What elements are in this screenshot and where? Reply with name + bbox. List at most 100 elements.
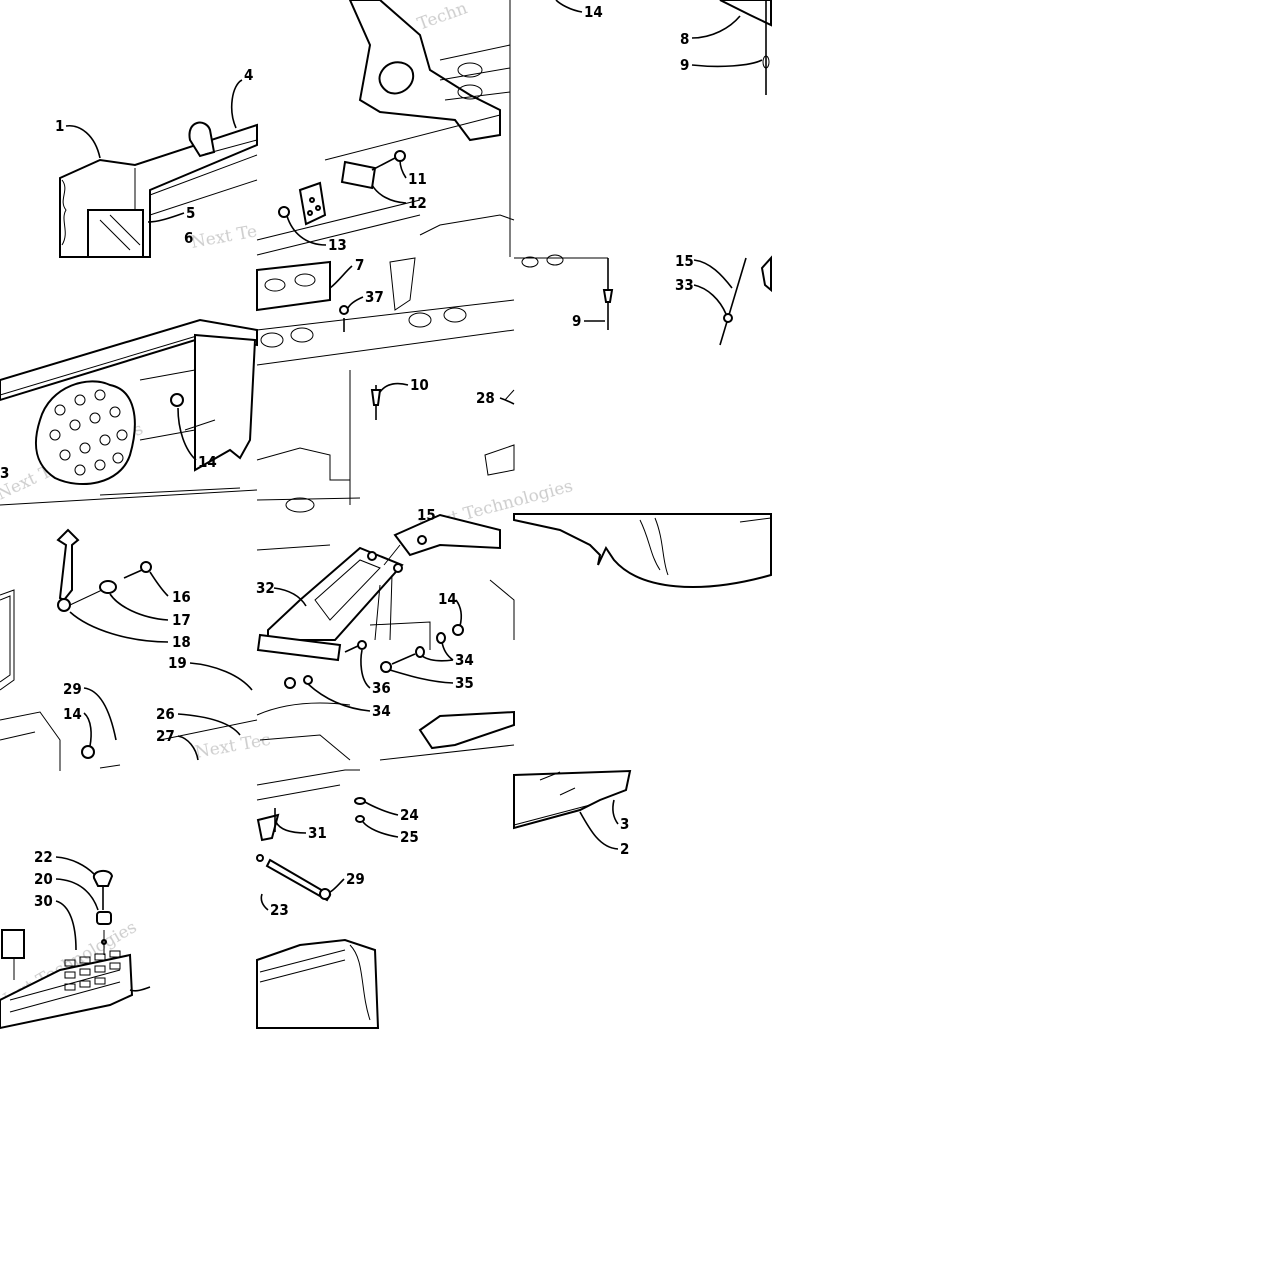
tile-mid-right — [514, 254, 772, 346]
leader-line — [347, 296, 364, 309]
callout-label: 14 — [584, 3, 603, 21]
callout-label: 11 — [408, 170, 427, 188]
leader-line — [55, 878, 99, 911]
tile-lower-left — [0, 528, 258, 771]
watermark: Techn — [415, 0, 470, 35]
leader-line — [55, 856, 95, 875]
callout-label: 35 — [455, 674, 474, 692]
leader-line — [273, 587, 307, 607]
callout-label: 34 — [455, 651, 474, 669]
leader-line — [177, 735, 199, 761]
leader-line — [307, 683, 371, 712]
callout-label: 19 — [168, 654, 187, 672]
tile-top-right — [719, 0, 772, 95]
callout-label: 29 — [346, 870, 365, 888]
leader-line — [455, 599, 462, 627]
tile-top-middle — [256, 0, 515, 257]
callout-label: 2 — [620, 840, 629, 858]
callout-label: 32 — [256, 579, 275, 597]
callout-label: 37 — [365, 288, 384, 306]
leader-line — [693, 259, 733, 289]
callout-label: 29 — [63, 680, 82, 698]
callout-label: 33 — [675, 276, 694, 294]
watermark: Next Te — [189, 222, 258, 253]
leader-line — [260, 893, 269, 911]
leader-line — [286, 215, 327, 246]
leader-line — [579, 811, 619, 850]
callout-label: 9 — [572, 312, 581, 330]
callout-label: 28 — [476, 389, 495, 407]
leader-line — [693, 284, 727, 315]
callout-label: 27 — [156, 727, 175, 745]
callout-label: 12 — [408, 194, 427, 212]
callout-label: 30 — [34, 892, 53, 910]
leader-line — [421, 641, 454, 662]
leader-line — [147, 212, 185, 223]
leader-line — [329, 265, 353, 289]
watermark-layer: Next Technologies Next Te Techn Next Tec… — [0, 0, 575, 1014]
callout-label: 18 — [172, 633, 191, 651]
leader-line — [499, 397, 515, 405]
leader-line — [399, 159, 407, 179]
callout-label: 1 — [55, 117, 64, 135]
leader-line — [109, 593, 169, 621]
callout-label: 25 — [400, 828, 419, 846]
leader-line — [275, 821, 307, 834]
callout-label: 22 — [34, 848, 53, 866]
leader-line — [177, 407, 197, 461]
leader-line — [55, 900, 77, 951]
callout-label: 14 — [438, 590, 457, 608]
callout-label: 26 — [156, 705, 175, 723]
callout-label: 14 — [63, 705, 82, 723]
leader-line — [555, 0, 583, 13]
leader-line — [69, 611, 169, 643]
callout-label: 3 — [620, 815, 629, 833]
leader-line — [230, 79, 243, 129]
leader-line — [371, 184, 407, 204]
callout-label: 5 — [186, 204, 195, 222]
leader-line — [691, 15, 741, 39]
callout-label: 10 — [410, 376, 429, 394]
tile-bottom-center — [256, 769, 380, 1029]
leader-line — [389, 669, 454, 684]
leader-line — [177, 713, 241, 736]
tile-bottom-left — [0, 870, 134, 1030]
leader-line — [65, 125, 101, 159]
leader-line — [83, 712, 92, 747]
callout-label: 14 — [198, 453, 217, 471]
callout-label: 9 — [680, 56, 689, 74]
callout-label: 8 — [680, 30, 689, 48]
watermark: Next Tec — [193, 730, 272, 763]
callout-label: 36 — [372, 679, 391, 697]
callout-label: 13 — [328, 236, 347, 254]
callout-label: 15 — [675, 252, 694, 270]
callout-label: 3 — [0, 464, 9, 482]
callout-label: 6 — [184, 229, 193, 247]
leader-line — [691, 59, 763, 68]
leader-line — [362, 821, 399, 838]
leader-line — [83, 687, 117, 741]
callout-label: 31 — [308, 824, 327, 842]
leader-line — [360, 649, 371, 689]
callout-label: 23 — [270, 901, 289, 919]
callout-label: 15 — [417, 506, 436, 524]
leader-line — [379, 382, 409, 393]
tile-mid-left — [0, 318, 258, 506]
tile-center — [256, 257, 515, 513]
tile-lower-right — [513, 513, 772, 588]
callout-label: 16 — [172, 588, 191, 606]
leader-line — [189, 662, 253, 691]
callout-label: 20 — [34, 870, 53, 888]
callout-label: 34 — [372, 702, 391, 720]
leader-line — [612, 799, 619, 825]
callout-label: 7 — [355, 256, 364, 274]
callout-label: 17 — [172, 611, 191, 629]
tile-bottom-right — [513, 769, 632, 830]
leader-line — [364, 801, 399, 816]
callout-label: 24 — [400, 806, 419, 824]
callout-label: 4 — [244, 66, 253, 84]
leader-line — [329, 878, 345, 893]
leader-line — [129, 986, 151, 992]
tile-lower-center — [256, 513, 515, 761]
